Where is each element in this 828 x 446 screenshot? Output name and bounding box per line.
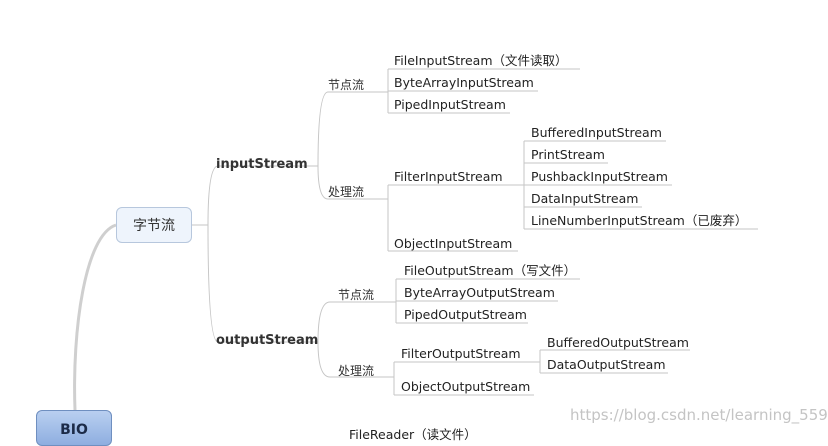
node-piped-input-stream[interactable]: PipedInputStream	[394, 97, 506, 112]
node-object-input-stream[interactable]: ObjectInputStream	[394, 236, 513, 251]
node-data-output-stream[interactable]: DataOutputStream	[547, 357, 666, 372]
node-byte-array-input-stream[interactable]: ByteArrayInputStream	[394, 75, 534, 90]
node-byte-array-output-stream[interactable]: ByteArrayOutputStream	[404, 285, 555, 300]
node-file-reader[interactable]: FileReader（读文件）	[349, 427, 477, 442]
watermark: https://blog.csdn.net/learning_559	[570, 406, 828, 424]
node-print-stream[interactable]: PrintStream	[531, 147, 605, 162]
node-file-input-stream[interactable]: FileInputStream（文件读取）	[394, 53, 568, 68]
output-processing-group-label[interactable]: 处理流	[338, 364, 375, 378]
node-input-stream[interactable]: inputStream	[216, 157, 308, 172]
node-buffered-input-stream[interactable]: BufferedInputStream	[531, 125, 662, 140]
node-buffered-output-stream[interactable]: BufferedOutputStream	[547, 335, 689, 350]
node-pushback-input-stream[interactable]: PushbackInputStream	[531, 169, 668, 184]
node-data-input-stream[interactable]: DataInputStream	[531, 191, 639, 206]
input-processing-group-label[interactable]: 处理流	[328, 185, 365, 199]
connector-lines	[73, 68, 758, 411]
node-object-output-stream[interactable]: ObjectOutputStream	[401, 379, 531, 394]
input-node-group-label[interactable]: 节点流	[328, 78, 365, 92]
root-node-bio[interactable]: BIO	[36, 410, 112, 446]
node-file-output-stream[interactable]: FileOutputStream（写文件）	[404, 263, 577, 278]
node-filter-output-stream[interactable]: FilterOutputStream	[401, 346, 521, 361]
node-piped-output-stream[interactable]: PipedOutputStream	[404, 307, 527, 322]
output-node-group-label[interactable]: 节点流	[338, 288, 375, 302]
node-output-stream[interactable]: outputStream	[216, 333, 319, 348]
node-line-number-input-stream[interactable]: LineNumberInputStream（已废弃）	[531, 213, 748, 228]
node-byte-stream[interactable]: 字节流	[116, 207, 192, 243]
node-filter-input-stream[interactable]: FilterInputStream	[394, 169, 503, 184]
